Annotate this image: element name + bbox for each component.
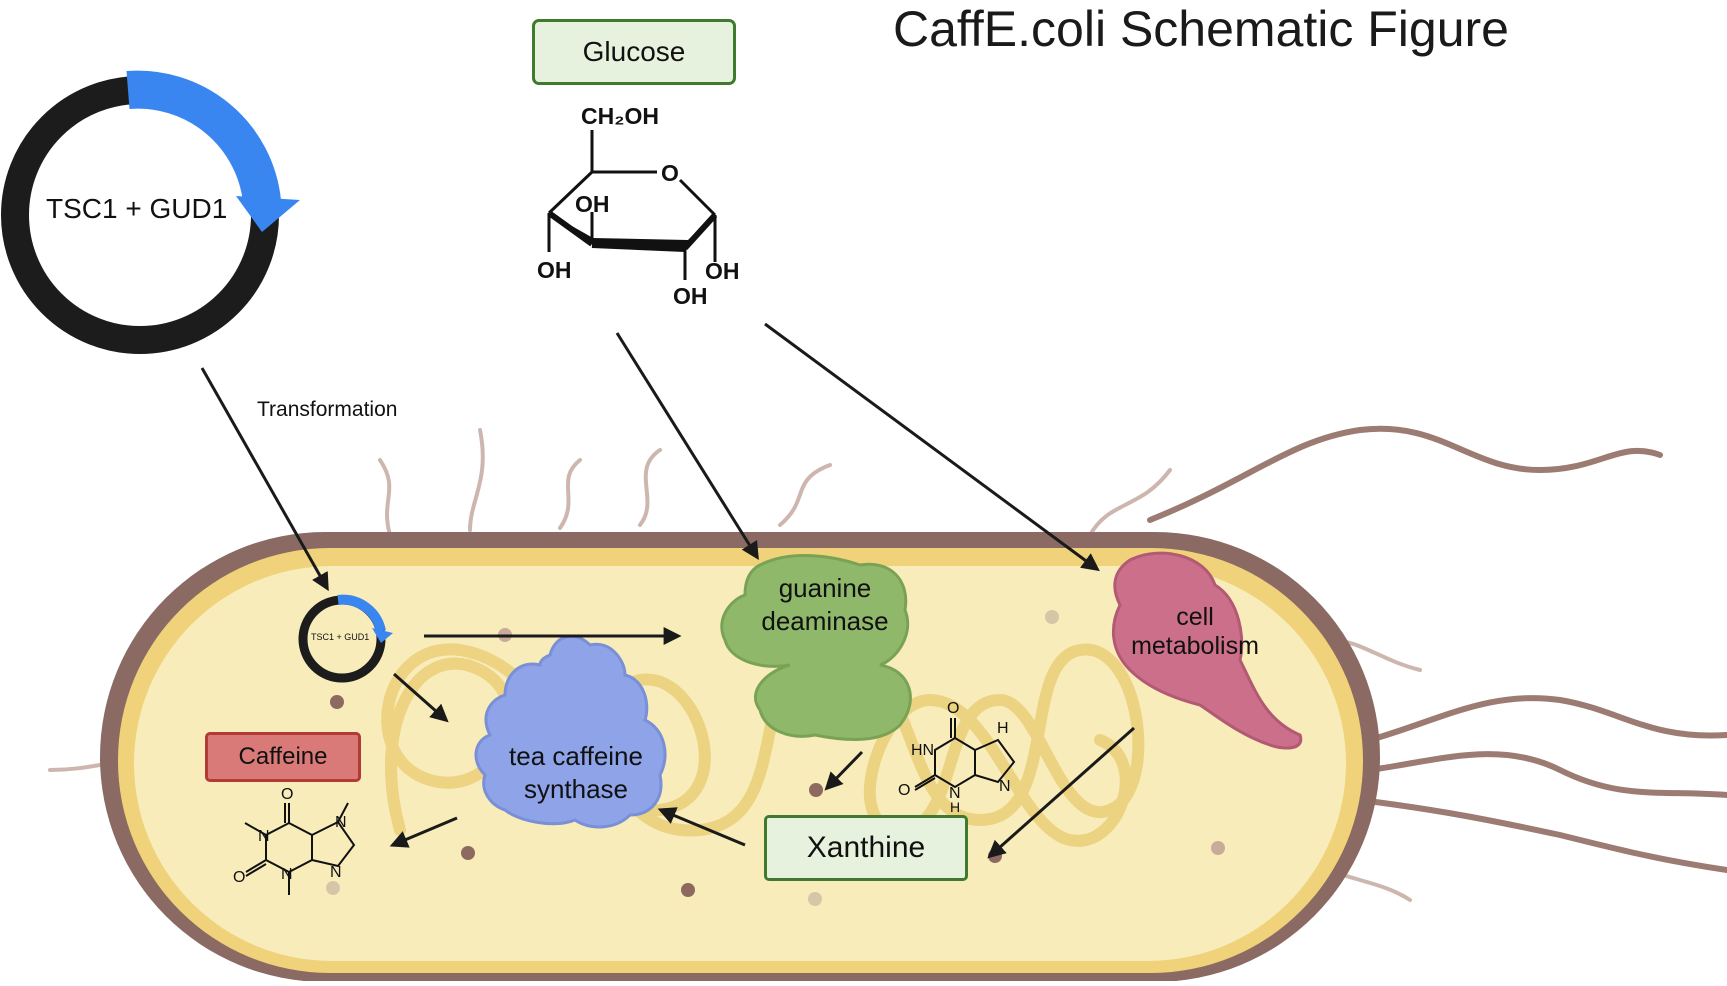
glucose-label-box: Glucose	[532, 19, 736, 85]
tea-caffeine-synthase-enzyme	[474, 634, 667, 829]
arrow-synthase-to-caffeine	[389, 816, 458, 848]
tea-caffeine-synthase-label: tea caffeine synthase	[486, 740, 666, 806]
glucose-oh-bottom: OH	[673, 283, 708, 309]
caffeine-atom-n-left: N	[258, 828, 270, 845]
glucose-oh-top: OH	[575, 191, 610, 217]
caffeine-atom-o-left: O	[233, 869, 246, 886]
transformation-label: Transformation	[257, 398, 398, 421]
xanthine-atom-h-bottom: H	[950, 799, 961, 815]
xanthine-atom-n-bottom: N	[949, 785, 961, 802]
arrow-transformation	[200, 367, 329, 592]
caffeine-label: Caffeine	[238, 743, 328, 770]
arrows	[200, 322, 1135, 859]
glucose-label: Glucose	[582, 36, 686, 67]
plasmid-small	[298, 594, 393, 683]
caffeine-label-box: Caffeine	[205, 732, 361, 782]
caffeine-atom-n-bottom: N	[281, 866, 293, 883]
plasmid-gene-arrow-icon	[236, 196, 300, 232]
xanthine-structure	[914, 718, 1016, 791]
glucose-ring-o: O	[661, 160, 679, 186]
guanine-deaminase-line2: deaminase	[761, 606, 889, 636]
xanthine-label-box: Xanthine	[764, 815, 968, 881]
plasmid-small-label: TSC1 + GUD1	[311, 632, 370, 642]
glucose-structure	[547, 130, 718, 280]
flagella	[1147, 425, 1727, 873]
arrow-metabolism-to-xanthine	[987, 726, 1135, 859]
plasmid-large	[1, 70, 300, 354]
xanthine-atom-h-right: H	[997, 720, 1009, 737]
cell-metabolism-label: cell metabolism	[1115, 603, 1275, 661]
arrow-xanthine-to-synthase	[657, 807, 746, 847]
caffeine-atom-o-top: O	[281, 786, 294, 803]
arrow-glucose-to-metabolism	[764, 322, 1100, 572]
arrow-plasmid-to-synthase	[393, 672, 449, 723]
plasmid-label: TSC1 + GUD1	[46, 193, 228, 224]
glucose-ch2oh: CH₂OH	[581, 103, 659, 129]
caffeine-structure	[244, 802, 356, 895]
xanthine-atom-o-left: O	[898, 782, 911, 799]
guanine-deaminase-label: guanine deaminase	[745, 572, 905, 638]
xanthine-label: Xanthine	[806, 831, 926, 864]
caffeine-atom-n-right: N	[335, 814, 347, 831]
glucose-oh-right: OH	[705, 258, 740, 284]
guanine-deaminase-line1: guanine	[778, 573, 872, 603]
arrow-glucose-to-deaminase	[615, 332, 759, 561]
glucose-oh-left: OH	[537, 257, 572, 283]
tea-caffeine-synthase-line2: synthase	[523, 774, 629, 804]
xanthine-atom-hn: HN	[911, 742, 935, 759]
xanthine-atom-n-right: N	[999, 778, 1011, 795]
guanine-deaminase-enzyme	[720, 554, 912, 741]
caffeine-atom-n-right2: N	[330, 864, 342, 881]
page-title: CaffE.coli Schematic Figure	[893, 1, 1509, 57]
cell-metabolism-enzyme	[1111, 551, 1303, 750]
arrow-deaminase-to-xanthine	[824, 750, 864, 791]
cell-metabolism-line1: cell	[1176, 603, 1214, 631]
cell-metabolism-line2: metabolism	[1131, 632, 1259, 660]
xanthine-atom-o-top: O	[947, 700, 960, 717]
tea-caffeine-synthase-line1: tea caffeine	[509, 741, 643, 771]
